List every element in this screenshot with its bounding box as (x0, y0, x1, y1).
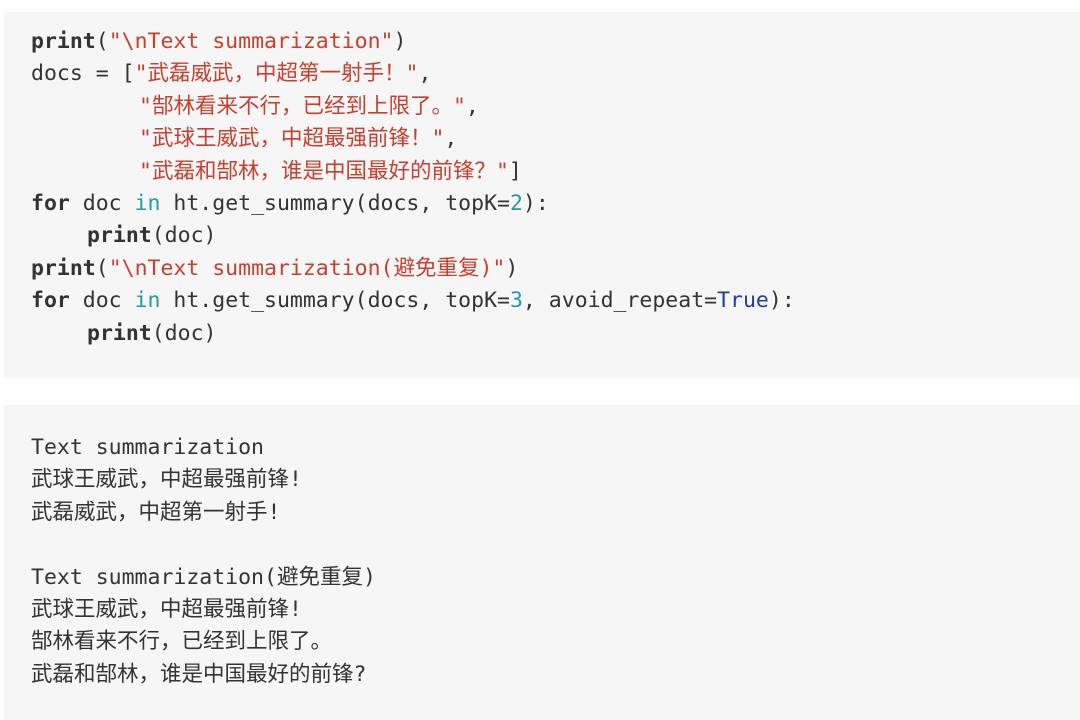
output-line-7: 郜林看来不行，已经到上限了。 (31, 629, 333, 655)
code-output-block: Text summarization 武球王威武，中超最强前锋! 武磊威武，中超… (4, 405, 1080, 720)
string-literal: "\nText summarization" (108, 29, 394, 54)
code-line-10: print(doc) (31, 318, 1080, 350)
code-line-3: "郜林看来不行，已经到上限了。", (31, 91, 1080, 123)
punctuation: ): (768, 288, 795, 314)
output-line-8: 武磊和郜林，谁是中国最好的前锋? (31, 661, 367, 687)
number-literal: 3 (509, 288, 523, 314)
call-args: (doc) (151, 320, 217, 346)
code-line-7: print(doc) (31, 220, 1080, 252)
code-line-4: "武球王威武，中超最强前锋！", (31, 123, 1080, 155)
punctuation: , (444, 126, 458, 152)
output-line-5: Text summarization(避免重复) (31, 564, 376, 590)
punctuation: , (418, 61, 432, 87)
call-expression: , avoid_repeat= (522, 288, 718, 314)
keyword: print (31, 29, 96, 54)
string-literal: "武磊威武，中超第一射手！" (134, 61, 419, 87)
punctuation: ) (393, 29, 407, 54)
code-line-2: docs = ["武磊威武，中超第一射手！", (31, 58, 1080, 90)
string-literal: "郜林看来不行，已经到上限了。" (139, 93, 466, 119)
punctuation: ] (508, 158, 522, 184)
output-line-6: 武球王威武，中超最强前锋! (31, 596, 302, 622)
code-input-block: print("\nText summarization") docs = ["武… (4, 12, 1080, 378)
call-expression: ht.get_summary(docs, topK= (160, 288, 510, 314)
punctuation: , (465, 93, 479, 119)
code-line-6: for doc in ht.get_summary(docs, topK=2): (31, 188, 1080, 220)
code-line-9: for doc in ht.get_summary(docs, topK=3, … (31, 285, 1080, 317)
punctuation: ( (95, 255, 109, 281)
string-literal: "武磊和郜林，谁是中国最好的前锋？" (139, 158, 509, 184)
punctuation: ( (95, 29, 109, 54)
identifier: doc (69, 190, 135, 216)
punctuation: ): (522, 190, 549, 216)
output-line-3: 武磊威武，中超第一射手! (31, 499, 281, 525)
code-line-1: print("\nText summarization") (31, 26, 1080, 58)
string-literal: "武球王威武，中超最强前锋！" (139, 126, 445, 152)
identifier: docs = [ (31, 61, 135, 87)
number-literal: 2 (509, 190, 523, 216)
keyword: print (31, 255, 96, 281)
call-args: (doc) (151, 223, 217, 249)
keyword-in: in (134, 288, 161, 314)
identifier: doc (69, 288, 135, 314)
keyword-in: in (134, 190, 161, 216)
call-expression: ht.get_summary(docs, topK= (160, 190, 510, 216)
keyword: for (31, 288, 70, 314)
output-blank-line (31, 529, 1080, 561)
keyword: print (87, 320, 152, 346)
keyword: print (87, 223, 152, 249)
output-line-1: Text summarization (31, 435, 264, 460)
string-literal: "\nText summarization(避免重复)" (108, 255, 506, 281)
output-line-2: 武球王威武，中超最强前锋! (31, 467, 302, 493)
punctuation: ) (505, 255, 519, 281)
constant-literal: True (717, 288, 769, 314)
code-line-5: "武磊和郜林，谁是中国最好的前锋？"] (31, 156, 1080, 188)
keyword: for (31, 190, 70, 216)
code-line-8: print("\nText summarization(避免重复)") (31, 253, 1080, 285)
